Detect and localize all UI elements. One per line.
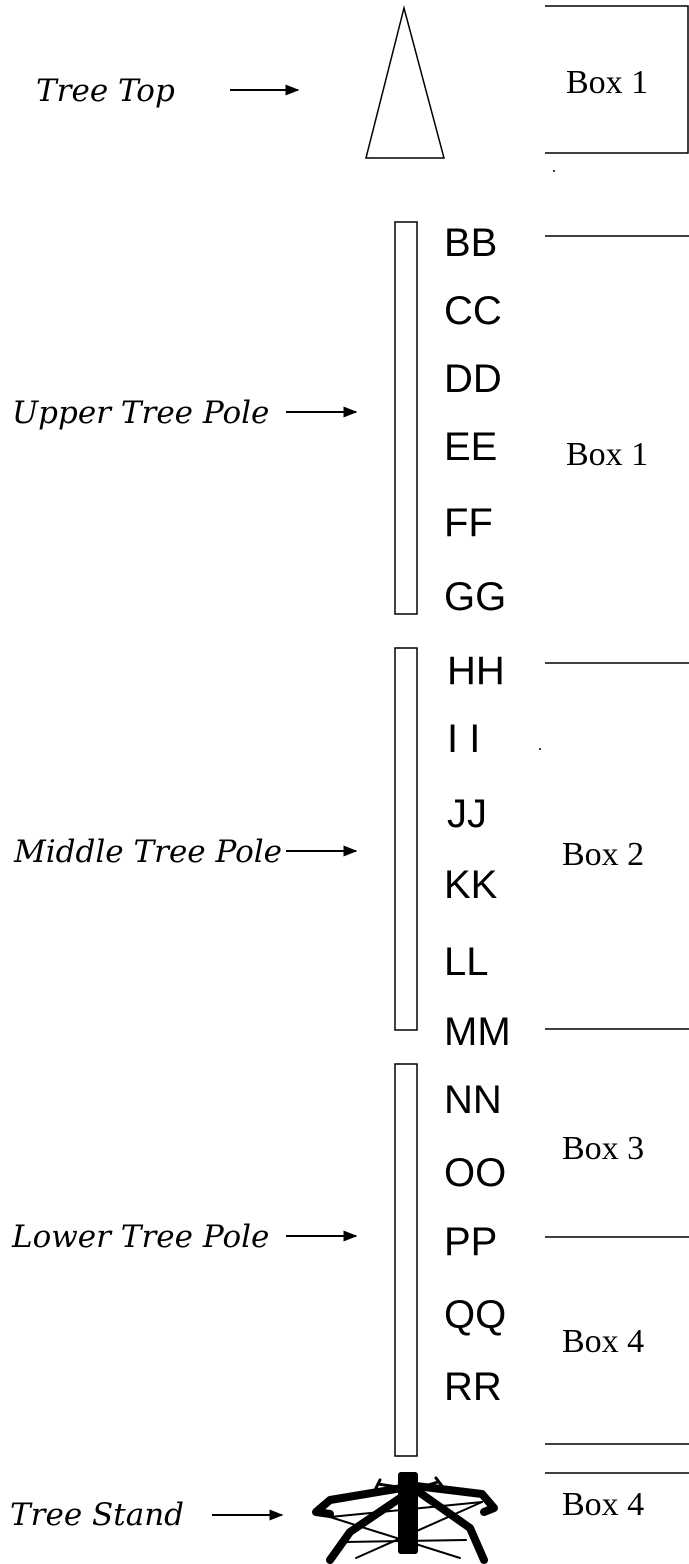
box-label-middle: Box 2 bbox=[562, 836, 645, 873]
upper-pole-section bbox=[394, 221, 418, 615]
tree-top-cone bbox=[365, 5, 445, 159]
stray-dot bbox=[539, 748, 541, 750]
tree-stand-label: Tree Stand bbox=[10, 1497, 185, 1533]
pole-code: GG bbox=[444, 575, 507, 619]
pole-code: LL bbox=[444, 940, 489, 984]
box-label-upper: Box 1 bbox=[566, 436, 649, 473]
pole-code: NN bbox=[444, 1078, 502, 1122]
lower-pole-section bbox=[394, 1063, 418, 1457]
pole-code: HH bbox=[447, 649, 505, 693]
tree-top-label: Tree Top bbox=[36, 73, 175, 109]
pole-code: DD bbox=[444, 357, 502, 401]
box-label-tree-top: Box 1 bbox=[566, 64, 649, 101]
tree-stand-image bbox=[312, 1476, 498, 1564]
pole-code: OO bbox=[444, 1151, 507, 1195]
pole-code: CC bbox=[444, 289, 502, 333]
pole-code: I I bbox=[447, 717, 481, 761]
box1-top-bracket bbox=[545, 5, 689, 154]
box-label-lower-b: Box 4 bbox=[562, 1323, 645, 1360]
tree-stand-column bbox=[398, 1472, 418, 1554]
pole-code: QQ bbox=[444, 1293, 507, 1337]
pole-code: EE bbox=[444, 425, 498, 469]
box-label-lower-a: Box 3 bbox=[562, 1130, 645, 1167]
stray-dot bbox=[553, 170, 555, 172]
middle-pole-label: Middle Tree Pole bbox=[14, 834, 283, 870]
pole-code: JJ bbox=[447, 792, 487, 836]
pole-code: KK bbox=[444, 863, 498, 907]
box-label-stand: Box 4 bbox=[562, 1486, 645, 1523]
lower-pole-label: Lower Tree Pole bbox=[12, 1219, 270, 1255]
pole-code: RR bbox=[444, 1365, 502, 1409]
pole-code: BB bbox=[444, 221, 498, 265]
upper-pole-label: Upper Tree Pole bbox=[12, 395, 270, 431]
pole-code: PP bbox=[444, 1220, 498, 1264]
pole-code: FF bbox=[444, 501, 493, 545]
pole-code: MM bbox=[444, 1010, 511, 1054]
middle-pole-section bbox=[394, 647, 418, 1031]
